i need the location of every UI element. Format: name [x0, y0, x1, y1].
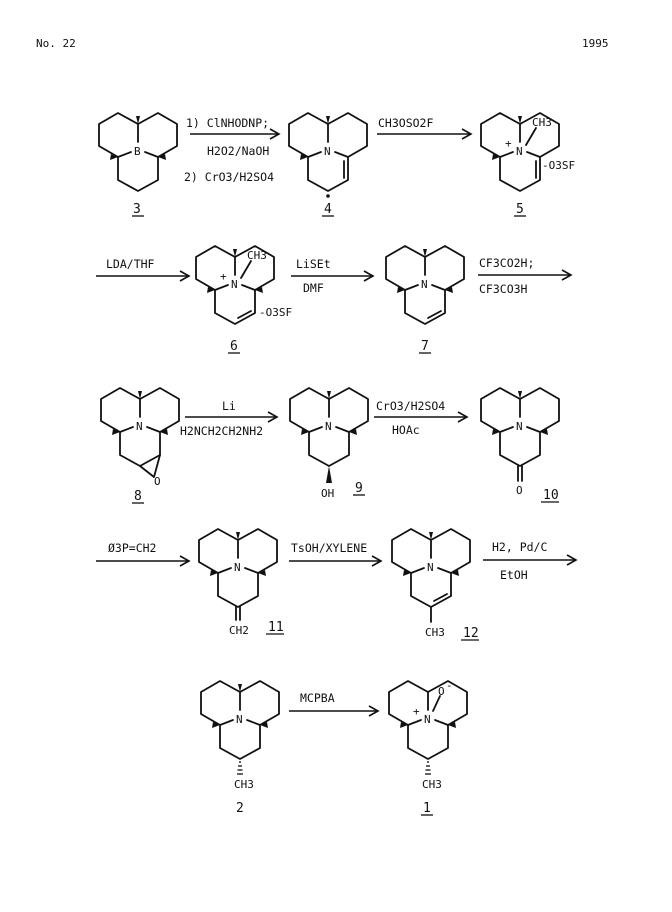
- nitrogen-atom-label: N: [231, 278, 238, 291]
- fluorosulfate-counterion: -O3SF: [542, 159, 575, 172]
- positive-charge: +: [220, 270, 227, 283]
- compound-9-label: 9: [355, 481, 363, 496]
- reagent-11-line-1: MCPBA: [300, 691, 335, 705]
- fluorosulfate-counterion: -O3SF: [259, 306, 292, 319]
- reagent-1-line-3: 2) CrO3/H2SO4: [184, 170, 274, 184]
- reagent-5-line-1: CF3CO2H;: [479, 256, 534, 270]
- compound-4-label: 4: [324, 202, 332, 217]
- compound-4-structure: N: [288, 112, 368, 198]
- nitrogen-atom-label: N: [136, 420, 143, 433]
- arrowhead-icon: [179, 270, 191, 282]
- nitrogen-atom-label: N: [324, 145, 331, 158]
- nitrogen-atom-label: N: [325, 420, 332, 433]
- page-year: 1995: [582, 37, 609, 50]
- reagent-7-line-1: CrO3/H2SO4: [376, 399, 445, 413]
- ketone-oxygen-label: O: [516, 484, 523, 497]
- compound-1-structure: N + O - CH3: [388, 679, 468, 791]
- compound-12-structure: N CH3: [391, 528, 471, 639]
- compound-1-label: 1: [423, 801, 431, 816]
- reagent-4-line-1: LiSEt: [296, 257, 331, 271]
- boron-atom-label: B: [134, 145, 141, 158]
- compound-5-label: 5: [516, 202, 524, 217]
- arrowhead-icon: [561, 269, 573, 281]
- methyl-label: CH3: [422, 778, 442, 791]
- methyl-label: CH3: [532, 116, 552, 129]
- compound-7-structure: N: [385, 245, 465, 325]
- methyl-label: CH3: [247, 249, 267, 262]
- compound-5-structure: N + CH3 -O3SF: [480, 112, 575, 192]
- methine-hydrogen-mark: [110, 154, 118, 160]
- compound-2-label: 2: [236, 801, 244, 816]
- arrowhead-icon: [363, 270, 375, 282]
- positive-charge: +: [505, 137, 512, 150]
- arrowhead-icon: [371, 555, 383, 567]
- compound-7-label: 7: [421, 339, 429, 354]
- n-oxide-oxygen-label: O: [438, 685, 445, 698]
- arrowhead-icon: [457, 411, 469, 423]
- methyl-label: CH3: [234, 778, 254, 791]
- reagent-4-line-2: DMF: [303, 281, 324, 295]
- compound-6-structure: N + CH3 -O3SF: [195, 245, 292, 325]
- page-journal-number: No. 22: [36, 37, 76, 50]
- reagent-9-line-1: TsOH/XYLENE: [291, 541, 367, 555]
- methine-hydrogen-mark: [158, 154, 166, 160]
- arrowhead-icon: [461, 128, 473, 140]
- compound-6-label: 6: [230, 339, 238, 354]
- arrowhead-icon: [566, 554, 578, 566]
- compound-12-label: 12: [463, 626, 479, 641]
- reagent-6-line-1: Li: [222, 399, 236, 413]
- reagent-10-line-2: EtOH: [500, 568, 528, 582]
- reagent-10-line-1: H2, Pd/C: [492, 540, 547, 554]
- reagent-1-line-1: 1) ClNHODNP;: [186, 116, 269, 130]
- arrowhead-icon: [179, 555, 191, 567]
- epoxide-oxygen-label: O: [154, 475, 161, 488]
- arrowhead-icon: [269, 128, 281, 140]
- compound-8-label: 8: [134, 489, 142, 504]
- nitrogen-atom-label: N: [236, 713, 243, 726]
- nitrogen-atom-label: N: [427, 561, 434, 574]
- methyl-label: CH3: [425, 626, 445, 639]
- methine-hydrogen-mark: [136, 116, 140, 124]
- methylene-label: CH2: [229, 624, 249, 637]
- nitrogen-atom-label: N: [424, 713, 431, 726]
- compound-3-label: 3: [133, 202, 141, 217]
- reagent-7-line-2: HOAc: [392, 423, 420, 437]
- nitrogen-atom-label: N: [421, 278, 428, 291]
- compound-11-structure: N CH2: [198, 528, 278, 637]
- reagent-6-line-2: H2NCH2CH2NH2: [180, 424, 263, 438]
- hydroxyl-label: OH: [321, 487, 334, 500]
- nitrogen-atom-label: N: [234, 561, 241, 574]
- negative-charge: -: [446, 679, 453, 692]
- nitrogen-atom-label: N: [516, 420, 523, 433]
- arrowhead-icon: [368, 705, 380, 717]
- compound-3-structure: B: [98, 112, 178, 192]
- nitrogen-atom-label: N: [516, 145, 523, 158]
- compound-11-label: 11: [268, 620, 284, 635]
- compound-8-structure: N O: [100, 387, 180, 488]
- compound-10-structure: N O: [480, 387, 560, 497]
- reagent-5-line-2: CF3CO3H: [479, 282, 528, 296]
- arrowhead-icon: [267, 411, 279, 423]
- reagent-2-line-1: CH3OSO2F: [378, 116, 433, 130]
- positive-charge: +: [413, 705, 420, 718]
- reagent-8-line-1: Ø3P=CH2: [108, 541, 156, 555]
- reagent-1-line-2: H2O2/NaOH: [207, 144, 269, 158]
- compound-9-structure: N OH: [289, 387, 369, 500]
- reagent-3-line-1: LDA/THF: [106, 257, 155, 271]
- compound-10-label: 10: [543, 488, 559, 503]
- compound-2-structure: N CH3: [200, 680, 280, 791]
